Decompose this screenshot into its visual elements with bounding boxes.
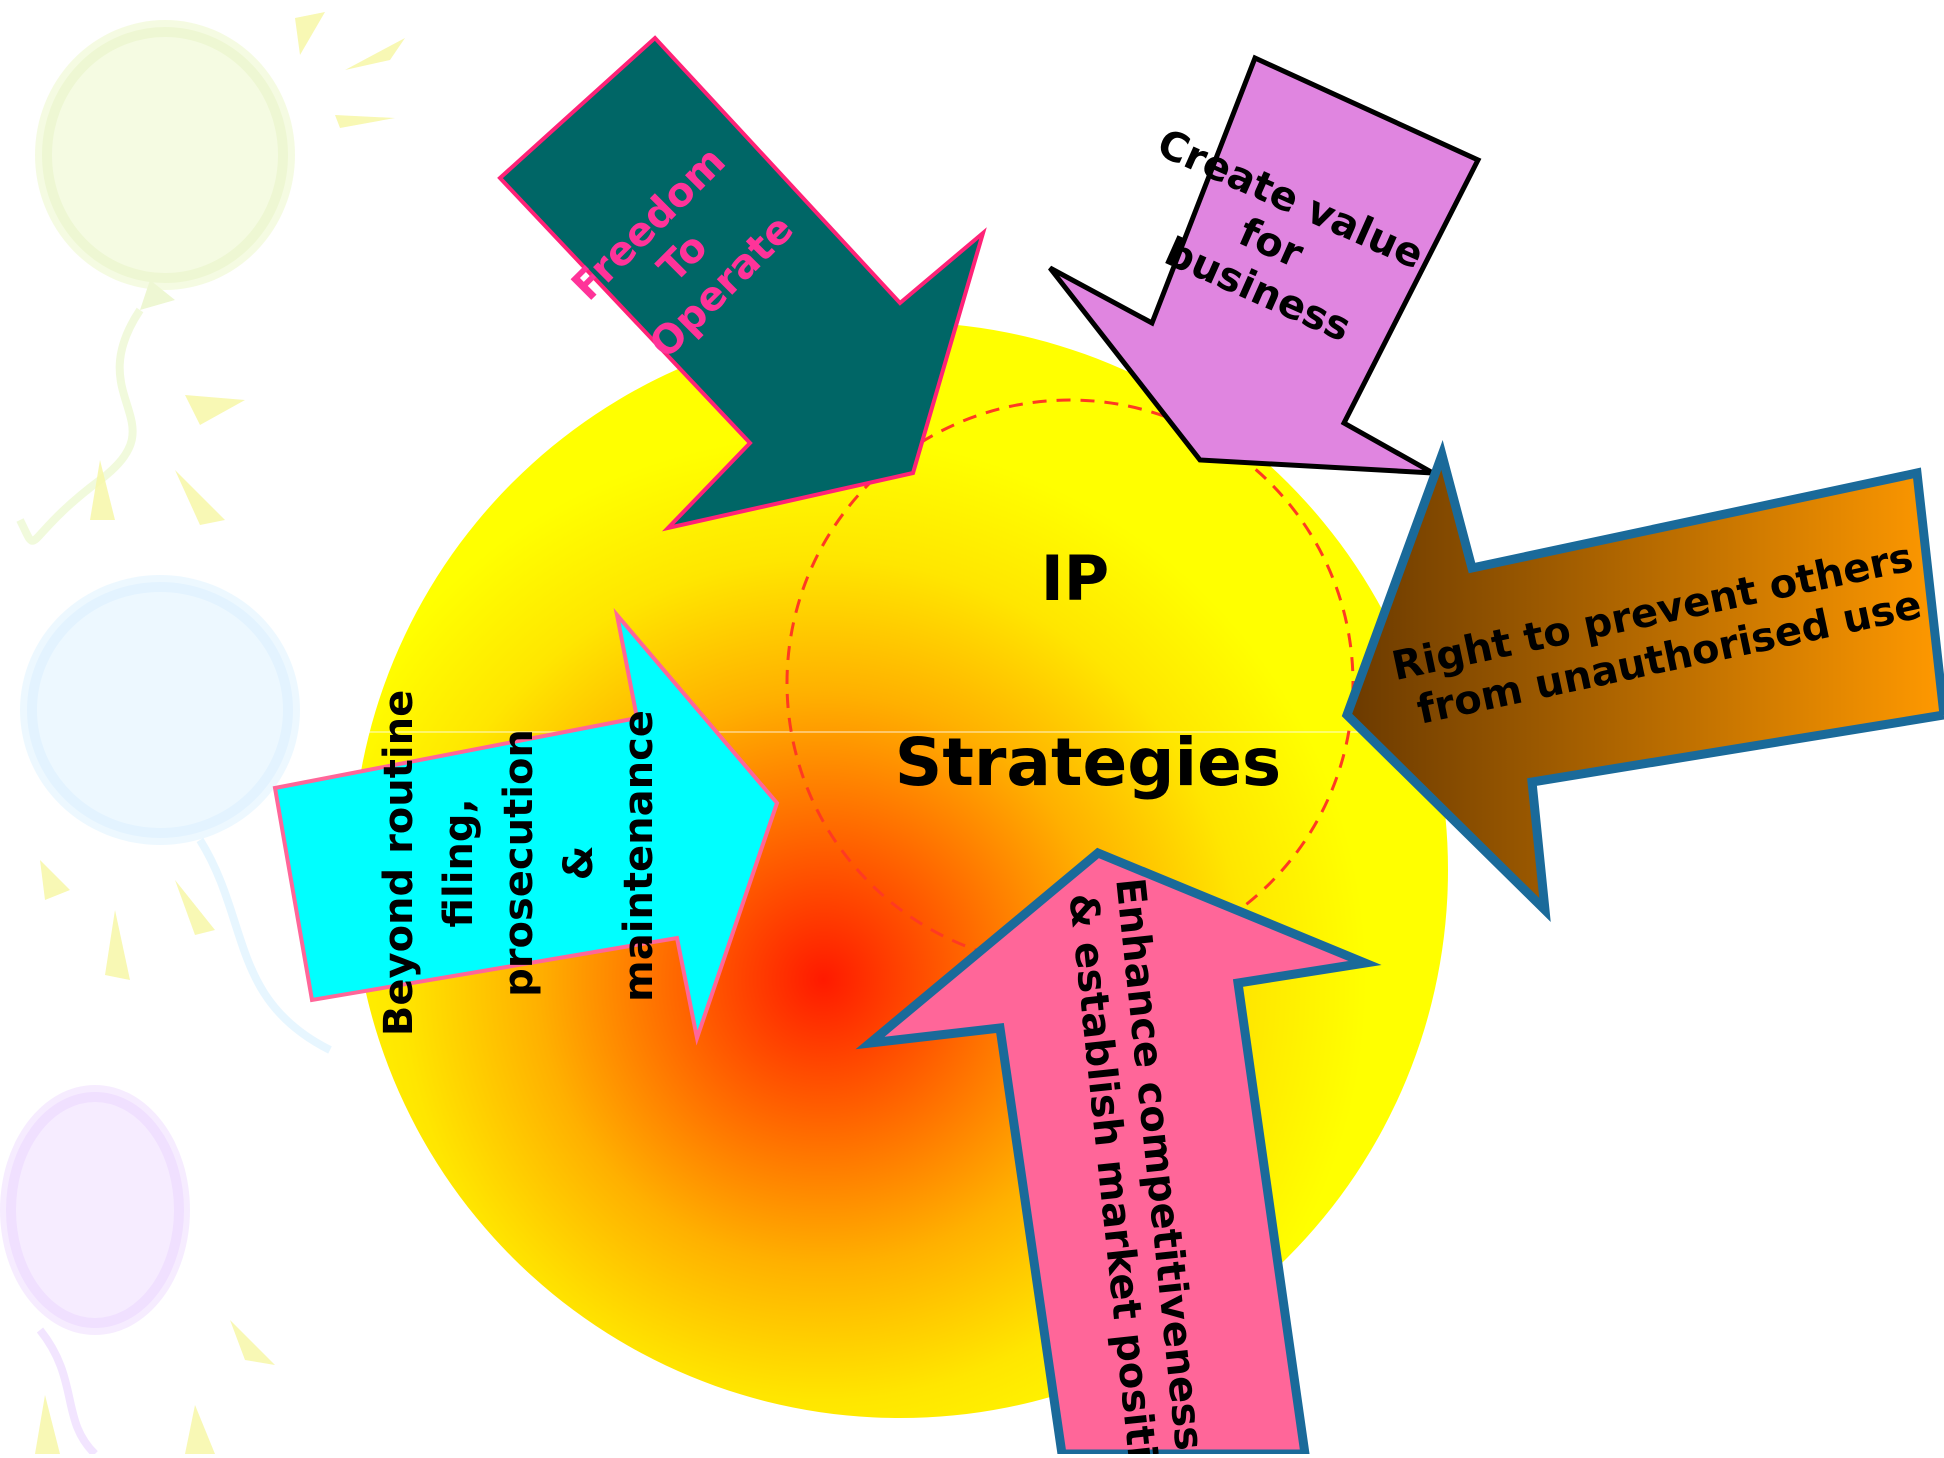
arrow-create-value: [1048, 54, 1482, 476]
arrow-right-to-prevent: [1341, 440, 1944, 922]
sun-ray-icon: [35, 12, 405, 1454]
balloon-blue-icon: [20, 575, 332, 1054]
center-title-strategies: Strategies: [895, 724, 1281, 801]
balloon-purple-icon: [0, 1085, 190, 1457]
arrow-beyond-text: Beyond routine filing, prosecution & mai…: [376, 676, 662, 1036]
arrow-beyond-routine: [272, 607, 780, 1046]
balloon-green-icon: [16, 20, 295, 545]
arrow-freedom-to-operate: [497, 35, 987, 532]
center-title-ip: IP: [1041, 542, 1110, 615]
